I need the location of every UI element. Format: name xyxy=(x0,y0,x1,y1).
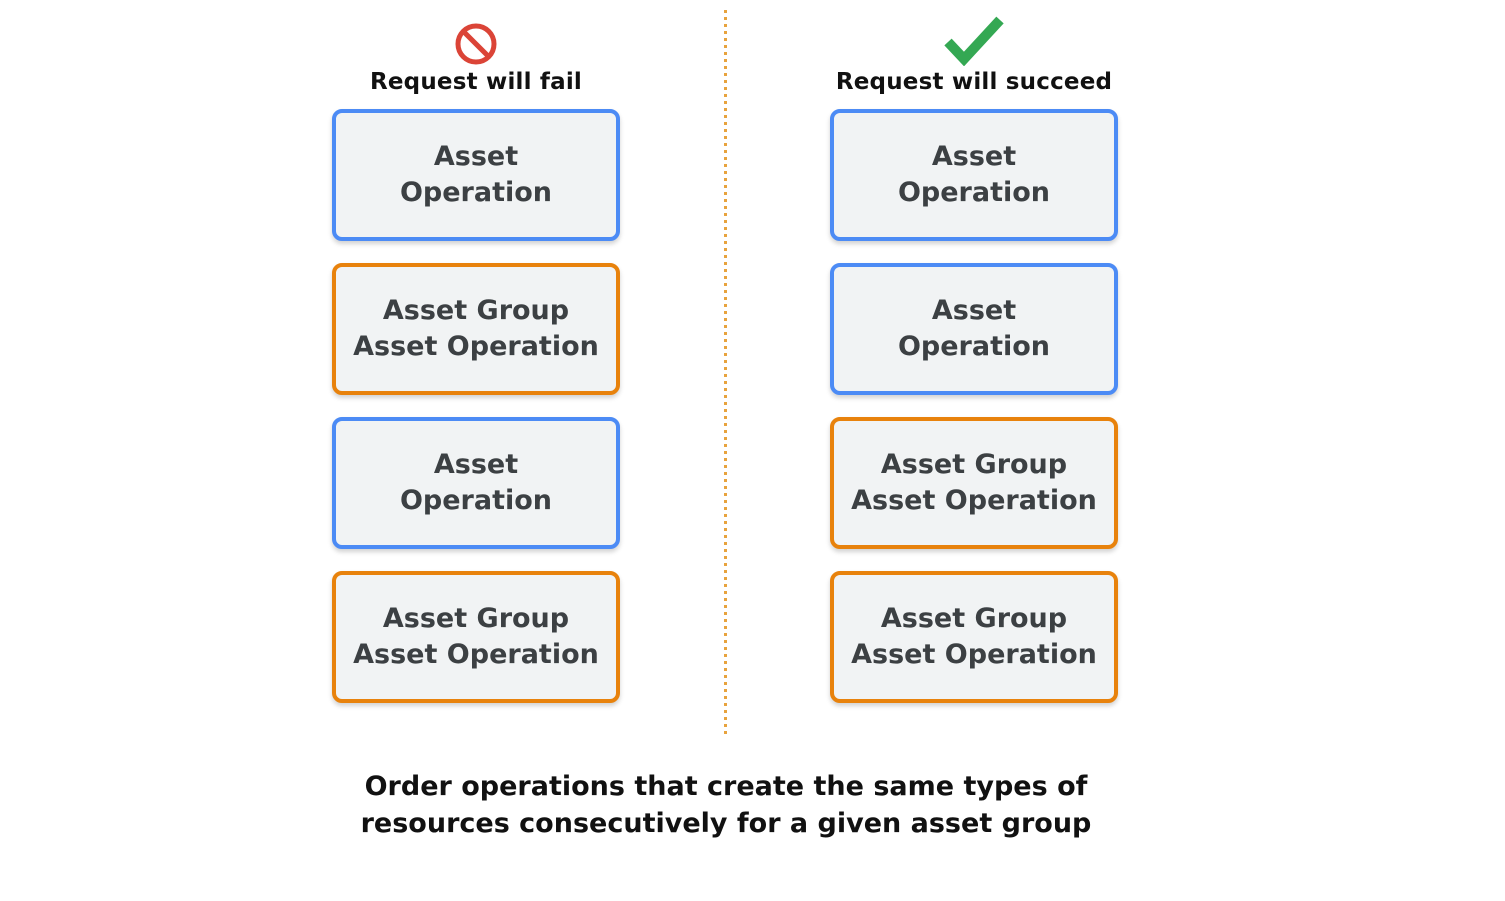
asset-group-asset-operation-box: Asset Group Asset Operation xyxy=(332,571,620,703)
asset-group-asset-operation-box: Asset Group Asset Operation xyxy=(830,571,1118,703)
asset-group-asset-operation-box: Asset Group Asset Operation xyxy=(332,263,620,395)
dotted-divider xyxy=(724,10,727,738)
diagram-caption: Order operations that create the same ty… xyxy=(360,771,1092,840)
succeed-column-label: Request will succeed xyxy=(835,69,1113,95)
asset-operation-box: Asset Operation xyxy=(332,417,620,549)
asset-operation-box: Asset Operation xyxy=(830,109,1118,241)
checkmark-icon xyxy=(941,12,1007,66)
fail-column-label: Request will fail xyxy=(369,69,583,95)
asset-group-asset-operation-box: Asset Group Asset Operation xyxy=(830,417,1118,549)
asset-operation-box: Asset Operation xyxy=(332,109,620,241)
prohibition-icon xyxy=(454,12,498,66)
fail-column: Request will fail Asset Operation Asset … xyxy=(332,12,620,725)
succeed-column: Request will succeed Asset Operation Ass… xyxy=(830,12,1118,725)
asset-operation-box: Asset Operation xyxy=(830,263,1118,395)
